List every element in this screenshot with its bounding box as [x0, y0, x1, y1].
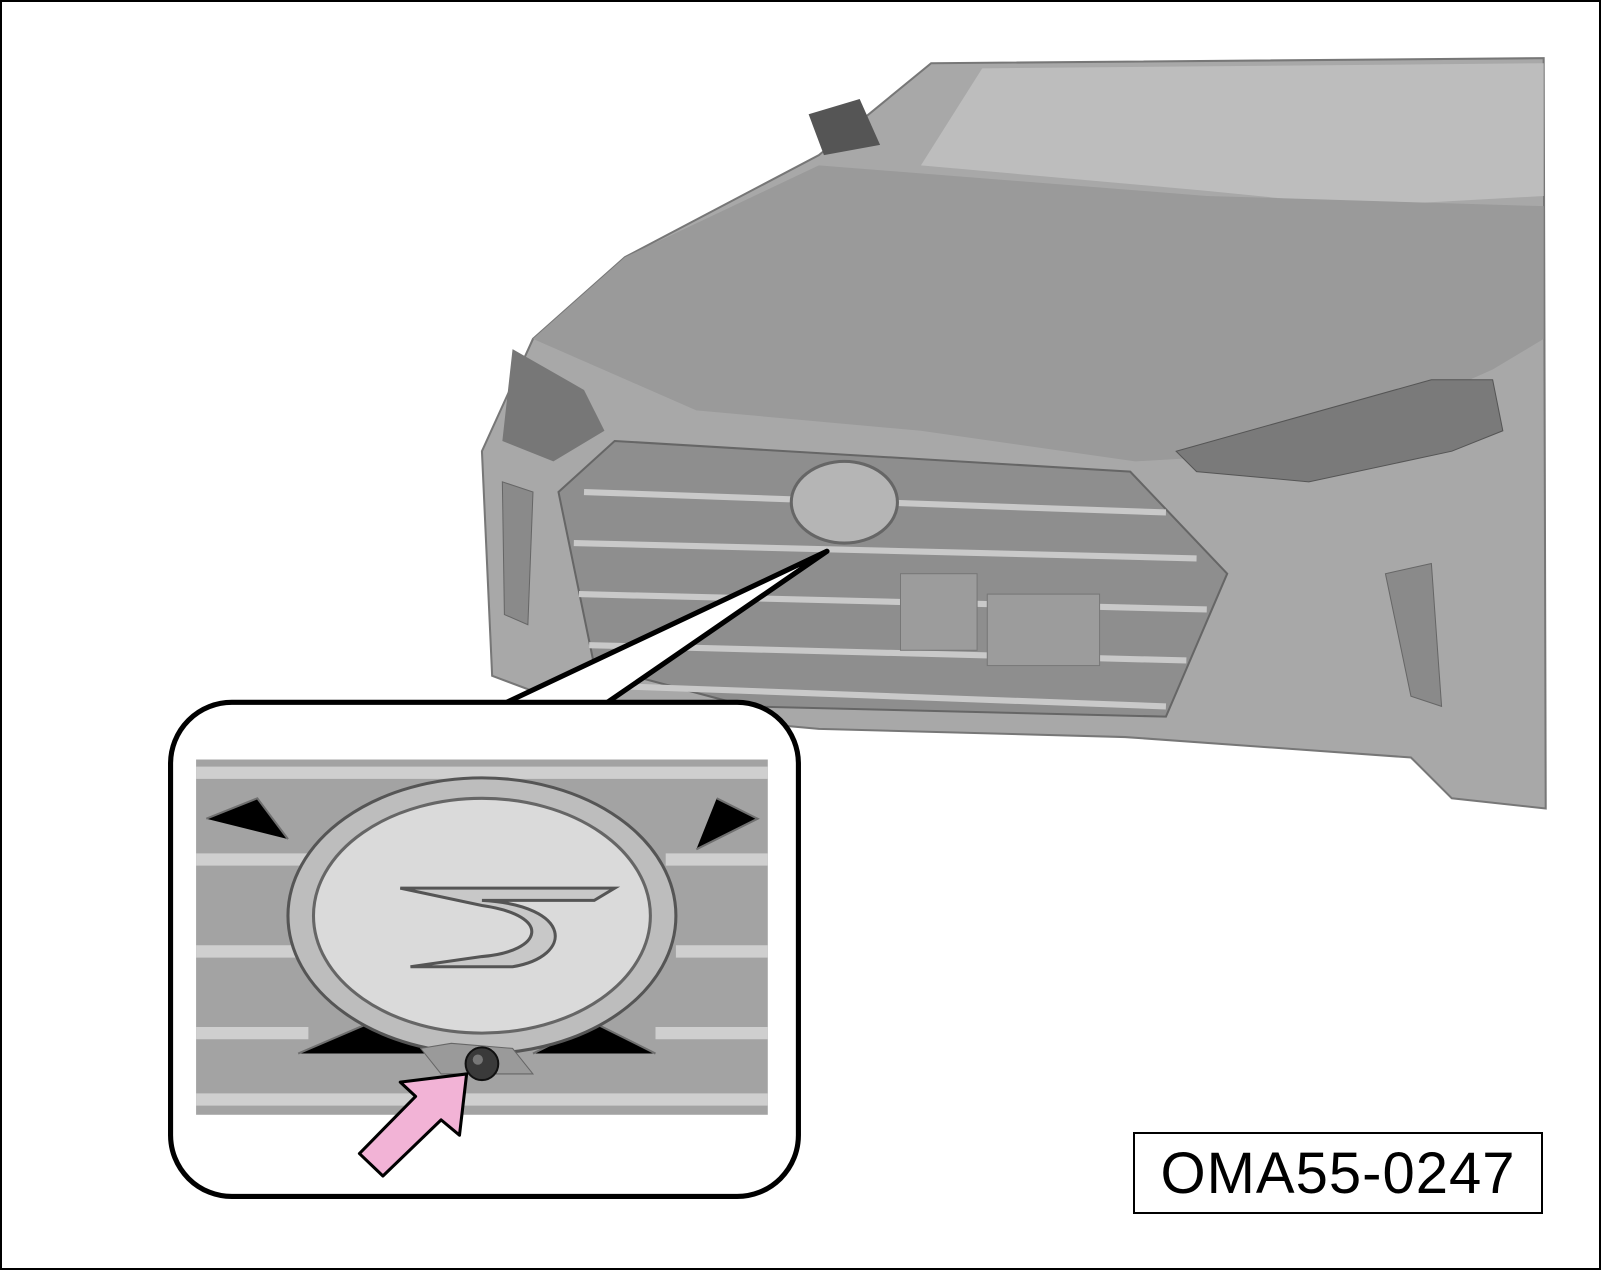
camera-icon [464, 1046, 500, 1082]
pointer-arrow-icon [357, 1072, 469, 1178]
callout-leader [501, 548, 830, 707]
figure-code-label: OMA55-0247 [1133, 1132, 1543, 1214]
detail-callout [168, 699, 801, 1200]
front-grille [557, 439, 1229, 718]
emblem-letter [399, 886, 621, 969]
brand-emblem-icon [789, 459, 899, 545]
